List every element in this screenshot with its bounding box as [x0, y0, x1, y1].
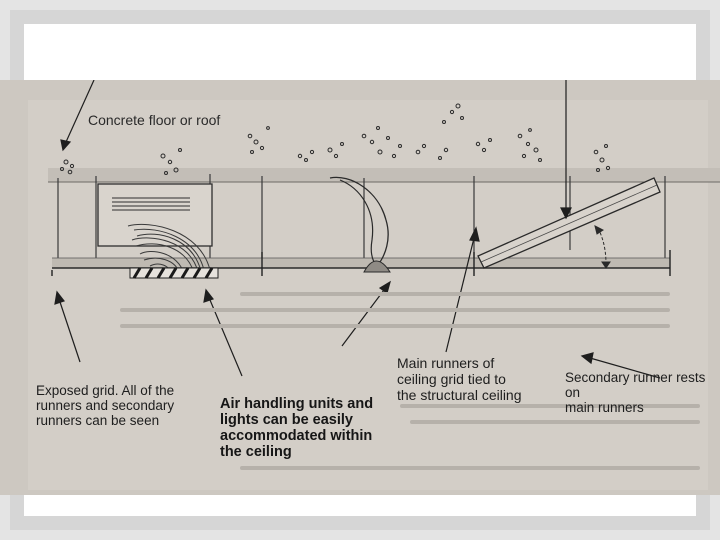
- exposed-grid-label: Exposed grid. All of the runners and sec…: [36, 383, 175, 428]
- concrete-aggregate: [60, 103, 611, 175]
- bleed-through-text: [120, 292, 700, 470]
- flexible-duct: [127, 223, 211, 277]
- secondary-runner-arrow: [589, 357, 661, 379]
- duct-diffuser: [129, 267, 219, 279]
- main-runners-label: Main runners of ceiling grid tied to the…: [397, 355, 522, 403]
- secondary-runner-label: Secondary runner rests on main runners: [565, 370, 706, 415]
- light-arrow: [341, 289, 385, 347]
- air-handling-label: Air handling units and lights can be eas…: [220, 396, 374, 460]
- grid-arrow: [59, 301, 81, 363]
- concrete-floor-label: Concrete floor or roof: [88, 112, 221, 128]
- ceiling-tile-band: [52, 258, 670, 268]
- ceiling-diagram-drawing: [0, 80, 720, 495]
- floor-arrow: [65, 80, 95, 143]
- concrete-slab: [48, 168, 720, 182]
- air-handling-arrow: [209, 299, 243, 377]
- air-handling-unit: [97, 183, 213, 247]
- pointer-arrows: [54, 80, 661, 379]
- light-fixture: [329, 176, 391, 273]
- tilted-ceiling-tile: [477, 177, 661, 269]
- ceiling-diagram-photo: Concrete floor or roof Exposed grid. All…: [0, 80, 720, 495]
- gap-dimension-arrow: [594, 225, 611, 269]
